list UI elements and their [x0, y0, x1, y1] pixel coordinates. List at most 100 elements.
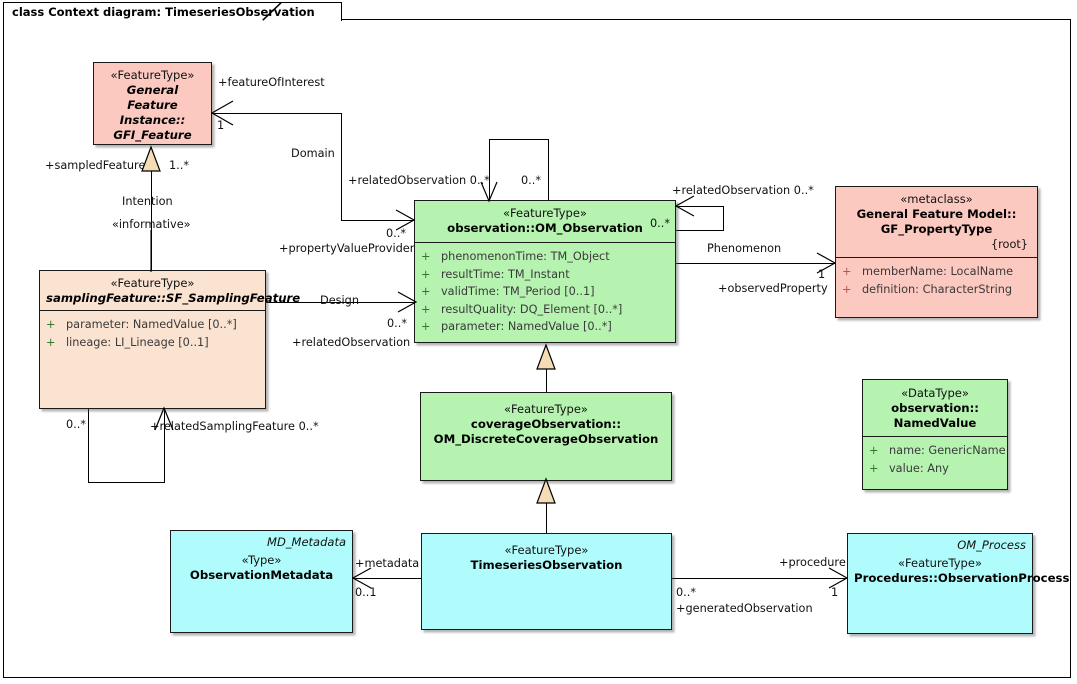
- attribute-row: +parameter: NamedValue [0..*]: [421, 320, 612, 333]
- label-relatedsamplingfeature-multiplicity: 0..*: [66, 418, 87, 431]
- label-domain-name: Domain: [291, 147, 335, 160]
- label-selfloop-multiplicity: 0..*: [521, 174, 542, 187]
- line-relsampling-v-left: [88, 409, 90, 483]
- label-generatedobservation-multiplicity: 0..*: [676, 586, 697, 599]
- line-gen-timeseries-to-coverage: [546, 481, 548, 533]
- label-relatedsamplingfeature-role: +relatedSamplingFeature 0..*: [150, 420, 319, 433]
- namedvalue-attributes: +name: GenericName +value: Any: [863, 436, 1007, 482]
- label-relatedobservation-left: +relatedObservation 0..*: [348, 174, 490, 187]
- om-observation-stereotype: «FeatureType»: [503, 206, 587, 220]
- coverage-name-2: OM_DiscreteCoverageObservation: [433, 432, 659, 446]
- class-gf-propertytype[interactable]: «metaclass» General Feature Model:: GF_P…: [835, 186, 1038, 318]
- label-procedure-role: +procedure: [779, 556, 846, 569]
- observationmetadata-name: ObservationMetadata: [189, 568, 334, 582]
- label-sampledfeature-multiplicity: 1..*: [169, 159, 190, 172]
- gfi-feature-stereotype: «FeatureType»: [110, 68, 195, 82]
- label-phenomenon-name: Phenomenon: [707, 242, 782, 255]
- label-generatedobservation-role: +generatedObservation: [676, 602, 813, 615]
- observationprocess-header-type: OM_Process: [957, 538, 1026, 552]
- attribute-row: +lineage: LI_Lineage [0..1]: [46, 335, 209, 349]
- sf-samplingfeature-stereotype: «FeatureType»: [110, 276, 195, 290]
- class-namedvalue[interactable]: «DataType» observation:: NamedValue +nam…: [862, 379, 1008, 490]
- line-domain-v: [341, 113, 343, 221]
- namedvalue-name-1: observation::: [891, 401, 979, 415]
- label-intention-stereotype: «informative»: [112, 218, 191, 231]
- line-metadata: [353, 578, 421, 580]
- label-metadata-role: +metadata: [355, 557, 420, 570]
- attribute-row: +resultTime: TM_Instant: [421, 267, 570, 281]
- gfi-feature-name-3: GFI_Feature: [113, 128, 192, 142]
- observationprocess-name: Procedures::ObservationProcess: [854, 571, 1070, 585]
- line-domain-h2: [341, 220, 414, 222]
- label-sampledfeature-role: +sampledFeature: [45, 159, 146, 172]
- label-design-name: Design: [320, 294, 360, 307]
- line-selfloop-right-v: [548, 139, 550, 201]
- attribute-row: +parameter: NamedValue [0..*]: [46, 318, 237, 331]
- label-propertyvalueprovider-multiplicity: 0..*: [386, 227, 407, 240]
- sf-samplingfeature-attributes: +parameter: NamedValue [0..*] +lineage: …: [40, 310, 265, 405]
- label-featureofinterest-multiplicity: 1: [217, 119, 225, 132]
- label-relatedobservation-right: +relatedObservation 0..*: [672, 184, 814, 197]
- class-sf-samplingfeature[interactable]: «FeatureType» samplingFeature::SF_Sampli…: [39, 270, 301, 409]
- label-observedproperty-multiplicity: 1: [818, 268, 826, 281]
- line-design: [266, 302, 416, 304]
- line-relatedobservation-left-v: [489, 139, 491, 201]
- gfi-feature-name-1: General Feature: [126, 83, 179, 112]
- coverage-stereotype: «FeatureType»: [504, 402, 588, 416]
- namedvalue-stereotype: «DataType»: [901, 386, 969, 400]
- label-metadata-multiplicity: 0..1: [355, 586, 377, 599]
- line-relsampling-h: [88, 482, 165, 484]
- observationmetadata-stereotype: «Type»: [241, 553, 282, 567]
- class-timeseriesobservation[interactable]: «FeatureType» TimeseriesObservation: [421, 533, 672, 630]
- line-selfloop-r-v: [723, 206, 725, 231]
- gfi-feature-name-2: Instance::: [119, 113, 186, 127]
- coverage-name-1: coverageObservation::: [470, 417, 622, 431]
- label-intention-name: Intention: [122, 195, 173, 208]
- gf-propertytype-attributes: +memberName: LocalName +definition: Char…: [836, 257, 1037, 303]
- attribute-row: +resultQuality: DQ_Element [0..*]: [421, 302, 623, 316]
- om-observation-attributes: +phenomenonTime: TM_Object +resultTime: …: [415, 242, 675, 341]
- om-observation-name: observation::OM_Observation: [447, 221, 643, 235]
- line-gen-coverage-to-observation: [546, 347, 548, 392]
- class-om-discretecoverageobservation[interactable]: «FeatureType» coverageObservation:: OM_D…: [420, 392, 672, 481]
- line-procedure: [672, 578, 847, 580]
- class-gfi-feature[interactable]: «FeatureType» General Feature Instance::…: [93, 62, 212, 145]
- line-intention: [151, 171, 153, 271]
- class-observationprocess[interactable]: OM_Process «FeatureType» Procedures::Obs…: [847, 533, 1070, 634]
- label-observedproperty-role: +observedProperty: [718, 282, 828, 295]
- label-design-role: +relatedObservation: [292, 336, 411, 349]
- class-observationmetadata[interactable]: MD_Metadata «Type» ObservationMetadata: [170, 530, 353, 633]
- line-selfloop-r-h2: [676, 230, 724, 232]
- attribute-row: +definition: CharacterString: [842, 282, 1013, 296]
- attribute-row: +phenomenonTime: TM_Object: [421, 250, 610, 263]
- observationprocess-stereotype: «FeatureType»: [898, 556, 982, 570]
- diagram-title-tab: class Context diagram: TimeseriesObserva…: [3, 2, 342, 21]
- line-domain-h1: [212, 113, 342, 115]
- sf-samplingfeature-name: samplingFeature::SF_SamplingFeature: [46, 291, 301, 305]
- gf-propertytype-name-1: General Feature Model::: [856, 207, 1017, 221]
- attribute-row: +memberName: LocalName: [842, 265, 1014, 278]
- class-om-observation[interactable]: «FeatureType» observation::OM_Observatio…: [414, 200, 676, 343]
- label-propertyvalueprovider-role: +propertyValueProvider: [279, 242, 415, 255]
- gf-propertytype-stereotype: «metaclass»: [900, 192, 973, 206]
- line-relsampling-v-right: [164, 409, 166, 483]
- gf-propertytype-constraint: {root}: [990, 238, 1028, 251]
- line-selfloop-top: [489, 139, 549, 141]
- attribute-row: +validTime: TM_Period [0..1]: [421, 285, 595, 298]
- line-phenomenon: [676, 263, 835, 265]
- om-observation-corner-multiplicity: 0..*: [649, 217, 670, 230]
- attribute-row: +name: GenericName: [869, 444, 1006, 457]
- title-tab-slant: [262, 2, 282, 21]
- namedvalue-name-2: NamedValue: [893, 416, 977, 430]
- line-selfloop-r-h1: [676, 206, 724, 208]
- timeseriesobservation-stereotype: «FeatureType»: [504, 543, 589, 557]
- gf-propertytype-name-2: GF_PropertyType: [880, 222, 993, 236]
- label-procedure-multiplicity: 1: [831, 586, 839, 599]
- label-featureofinterest-role: +featureOfInterest: [218, 76, 325, 89]
- attribute-row: +value: Any: [869, 461, 949, 475]
- observationmetadata-header-type: MD_Metadata: [267, 535, 346, 549]
- label-design-multiplicity: 0..*: [387, 317, 408, 330]
- diagram-frame: [3, 19, 1071, 678]
- timeseriesobservation-name: TimeseriesObservation: [470, 558, 623, 572]
